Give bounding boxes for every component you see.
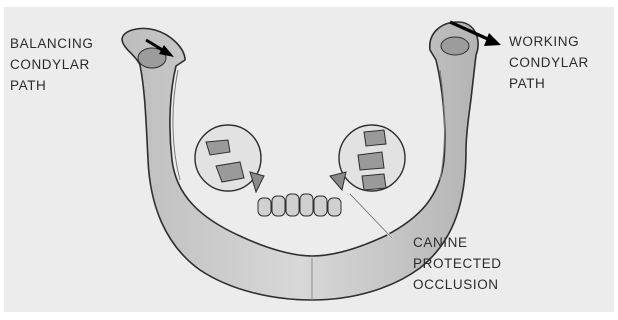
- right-inset-lower-tooth: [362, 174, 386, 190]
- left-canine-tooth: [250, 172, 264, 192]
- right-inset-upper-tooth: [364, 130, 386, 146]
- canine-label-line-2: PROTECTED: [413, 253, 502, 274]
- balancing-label-line-3: PATH: [10, 75, 93, 96]
- anterior-teeth: [258, 194, 341, 216]
- canine-label-line-3: OCCLUSION: [413, 274, 502, 295]
- canine-leader-line-edge: [350, 194, 392, 238]
- balancing-label-line-1: BALANCING: [10, 33, 93, 54]
- balancing-label-line-2: CONDYLAR: [10, 54, 93, 75]
- right-canine-tooth: [330, 172, 346, 190]
- left-ramus-shading: [173, 70, 180, 180]
- working-label-line-2: CONDYLAR: [509, 52, 589, 73]
- working-condylar-path-label: WORKING CONDYLAR PATH: [509, 31, 589, 94]
- working-label-line-3: PATH: [509, 73, 589, 94]
- right-condyle: [441, 37, 469, 55]
- working-label-line-1: WORKING: [509, 31, 589, 52]
- left-inset-upper-tooth: [206, 140, 230, 155]
- balancing-condylar-path-label: BALANCING CONDYLAR PATH: [10, 33, 93, 96]
- right-inset-middle-tooth: [358, 152, 384, 170]
- canine-label-line-1: CANINE: [413, 232, 502, 253]
- canine-protected-occlusion-label: CANINE PROTECTED OCCLUSION: [413, 232, 502, 295]
